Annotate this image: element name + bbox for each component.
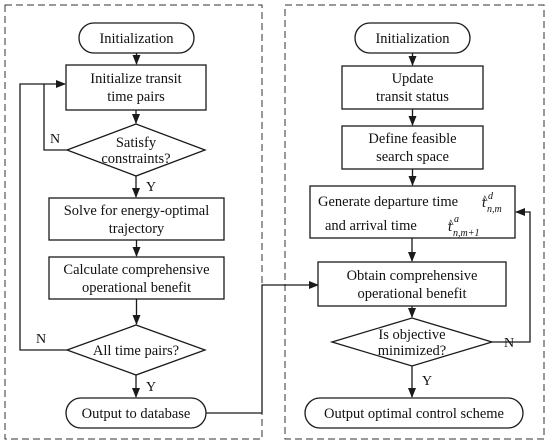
right-loop-minimized-no [492, 208, 531, 343]
left-calculate-box [48, 256, 225, 300]
right-generate-arr-sub: n,m+1 [453, 228, 479, 239]
left-start-label: Initialization [99, 31, 174, 47]
left-satisfy-line1: Satisfy [116, 135, 157, 151]
left-solve-line2: trajectory [109, 221, 165, 237]
right-output-node [304, 397, 524, 429]
right-minimized-yes-label: Y [422, 374, 432, 389]
right-panel [284, 4, 545, 440]
right-define-line1: Define feasible [368, 131, 456, 147]
left-allpairs-yes-label: Y [146, 380, 156, 395]
left-panel [4, 4, 263, 440]
left-loop-allpairs-no [19, 83, 67, 351]
left-init-pairs-box [65, 64, 207, 111]
left-allpairs-no-label: N [36, 332, 46, 347]
right-generate-arr-sup: a [454, 214, 459, 225]
right-generate-dep-sub: n,m [487, 204, 502, 215]
right-define-line2: search space [376, 149, 449, 165]
right-generate-arr-hat: ^ [448, 216, 454, 230]
left-output-label: Output to database [82, 406, 191, 422]
left-satisfy-yes-label: Y [146, 180, 156, 195]
left-all-pairs-label: All time pairs? [93, 343, 179, 359]
right-output-label: Output optimal control scheme [324, 406, 504, 422]
right-generate-box [309, 185, 516, 239]
right-minimized-line2: minimized? [378, 343, 446, 359]
right-obtain-line2: operational benefit [357, 286, 466, 302]
right-generate-dep-var: t [482, 195, 487, 211]
left-calculate-line2: operational benefit [82, 280, 191, 296]
left-init-pairs-line1: Initialize transit [90, 71, 181, 87]
right-update-line1: Update [392, 71, 434, 87]
right-generate-line1: Generate departure time [318, 194, 458, 210]
right-update-line2: transit status [376, 89, 449, 105]
left-solve-box [48, 197, 225, 241]
right-start-label: Initialization [375, 31, 450, 47]
right-minimized-no-label: N [504, 336, 514, 351]
left-satisfy-no-label: N [50, 132, 60, 147]
right-minimized-line1: Is objective [378, 327, 445, 343]
right-obtain-line1: Obtain comprehensive [347, 268, 478, 284]
right-generate-arr-var: t [448, 219, 453, 235]
right-generate-dep-hat: ^ [482, 192, 488, 206]
right-obtain-box [317, 261, 507, 307]
right-generate-dep-sup: d [488, 191, 494, 202]
left-calculate-line1: Calculate comprehensive [63, 262, 209, 278]
left-init-pairs-line2: time pairs [107, 89, 165, 105]
right-generate-line2: and arrival time [325, 218, 417, 234]
left-solve-line1: Solve for energy-optimal [64, 203, 210, 219]
left-loop-satisfy-no [43, 80, 67, 151]
cross-arrow-output-to-obtain [206, 281, 319, 414]
left-satisfy-line2: constraints? [101, 151, 170, 167]
